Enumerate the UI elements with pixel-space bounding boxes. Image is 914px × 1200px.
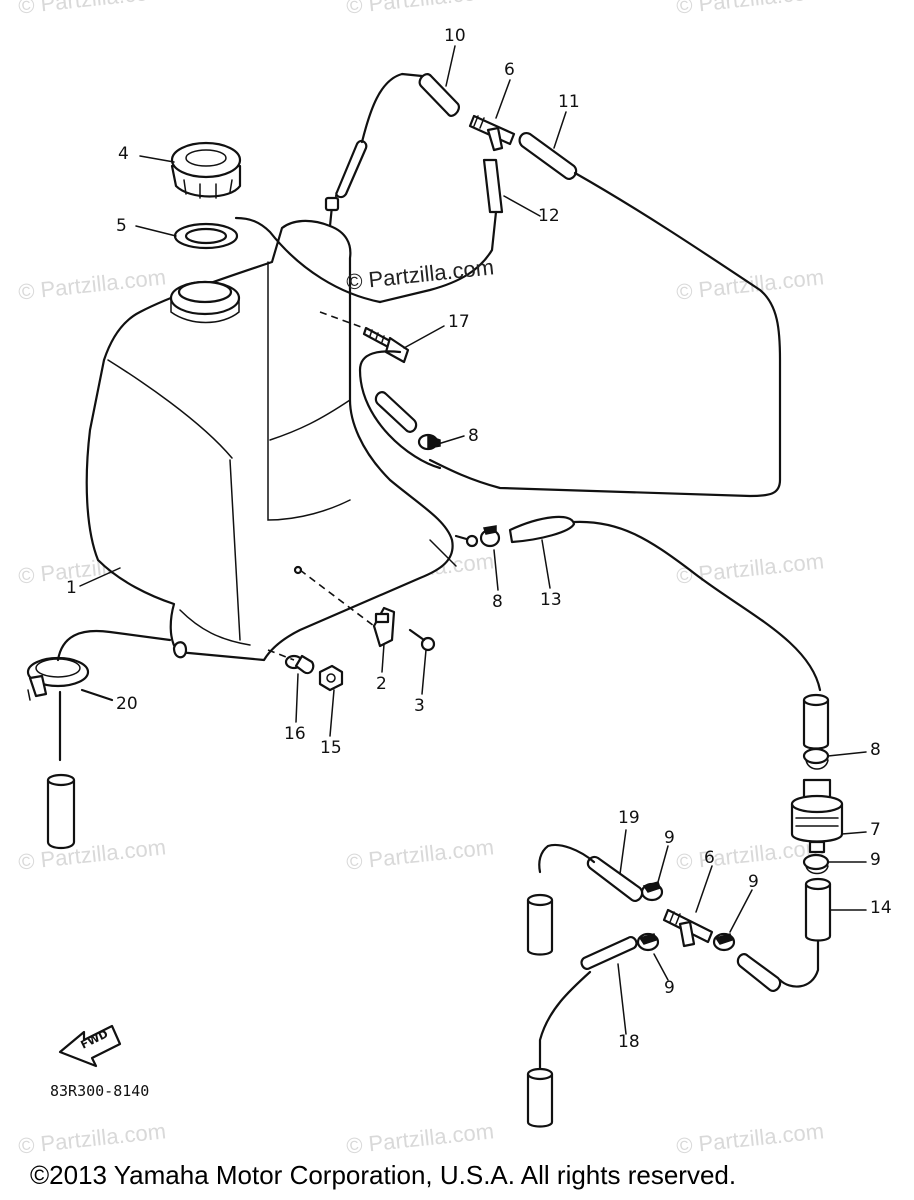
filler-gasket — [173, 222, 239, 250]
callout-8: 8 — [468, 426, 479, 446]
fuel-line — [538, 970, 592, 1072]
hose-clamp-9c — [640, 881, 664, 902]
leader-line — [299, 569, 375, 627]
hose-clamp-20 — [26, 656, 90, 701]
callout-14: 14 — [870, 898, 892, 918]
t-joint-6b — [662, 908, 714, 948]
copyright-notice: ©2013 Yamaha Motor Corporation, U.S.A. A… — [30, 1160, 737, 1190]
callout-6: 6 — [504, 60, 515, 80]
callout-9d: 9 — [664, 978, 675, 998]
hose-top-right — [802, 693, 830, 750]
hose-clamp-9b — [712, 932, 736, 952]
hose-11 — [518, 132, 578, 180]
drain-line — [56, 630, 172, 662]
fuel-filter-7 — [790, 778, 844, 854]
return-line — [358, 350, 442, 470]
callout-18: 18 — [618, 1032, 640, 1052]
leader-line — [267, 649, 295, 661]
callout-2: 2 — [376, 674, 387, 694]
leader-lines — [79, 45, 867, 1035]
callout-6b: 6 — [704, 848, 715, 868]
nut-15 — [318, 664, 344, 692]
fuel-line — [572, 520, 822, 692]
hose-bottom-18 — [526, 1067, 554, 1128]
t-joint-6 — [468, 114, 516, 152]
bolt-17 — [362, 326, 410, 364]
hose-12 — [482, 158, 504, 214]
callout-16: 16 — [284, 724, 306, 744]
hose-clamp-9a — [802, 853, 830, 875]
hose-10 — [418, 73, 460, 117]
callout-9b: 9 — [748, 872, 759, 892]
callout-5: 5 — [116, 216, 127, 236]
callout-20: 20 — [116, 694, 138, 714]
callout-11: 11 — [558, 92, 580, 112]
fuel-tank — [85, 196, 479, 662]
hose-clamp-8b — [479, 525, 501, 548]
hose-19 — [586, 855, 644, 902]
callout-13: 13 — [540, 590, 562, 610]
callout-7: 7 — [870, 820, 881, 840]
drain-hose — [46, 773, 76, 850]
hose-13 — [508, 515, 576, 544]
fwd-arrow-icon — [58, 1024, 122, 1068]
filler-cap — [170, 141, 242, 199]
hose-clamp-9d — [636, 932, 660, 952]
hose-left-19 — [526, 893, 554, 956]
hose-clamp-8c — [802, 747, 830, 770]
callout-9c: 9 — [870, 850, 881, 870]
vent-line — [234, 216, 382, 304]
callout-8b: 8 — [492, 592, 503, 612]
vent-line — [378, 210, 498, 304]
hose-return — [374, 391, 418, 433]
clip-2 — [372, 606, 396, 648]
callout-17: 17 — [448, 312, 470, 332]
leader-line — [319, 311, 365, 329]
leader-line — [80, 688, 114, 702]
fuel-line — [538, 843, 596, 874]
reference-code: 83R300-8140 — [50, 1082, 150, 1100]
vent-line — [360, 72, 424, 144]
callout-1: 1 — [66, 578, 77, 598]
callout-8c: 8 — [870, 740, 881, 760]
hose-segment — [335, 139, 368, 199]
callout-10: 10 — [444, 26, 466, 46]
callout-3: 3 — [414, 696, 425, 716]
fuel-line — [778, 940, 820, 988]
callout-15: 15 — [320, 738, 342, 758]
hose-18 — [580, 936, 638, 970]
vent-line — [428, 171, 782, 498]
callout-4: 4 — [118, 144, 129, 164]
grommet-16 — [284, 654, 315, 675]
hose-clamp-8 — [417, 433, 441, 451]
callout-12: 12 — [538, 206, 560, 226]
callout-19: 19 — [618, 808, 640, 828]
callout-9a: 9 — [664, 828, 675, 848]
screw-3 — [408, 628, 436, 652]
hose-14 — [804, 877, 832, 942]
hose-lower-right — [736, 953, 782, 992]
